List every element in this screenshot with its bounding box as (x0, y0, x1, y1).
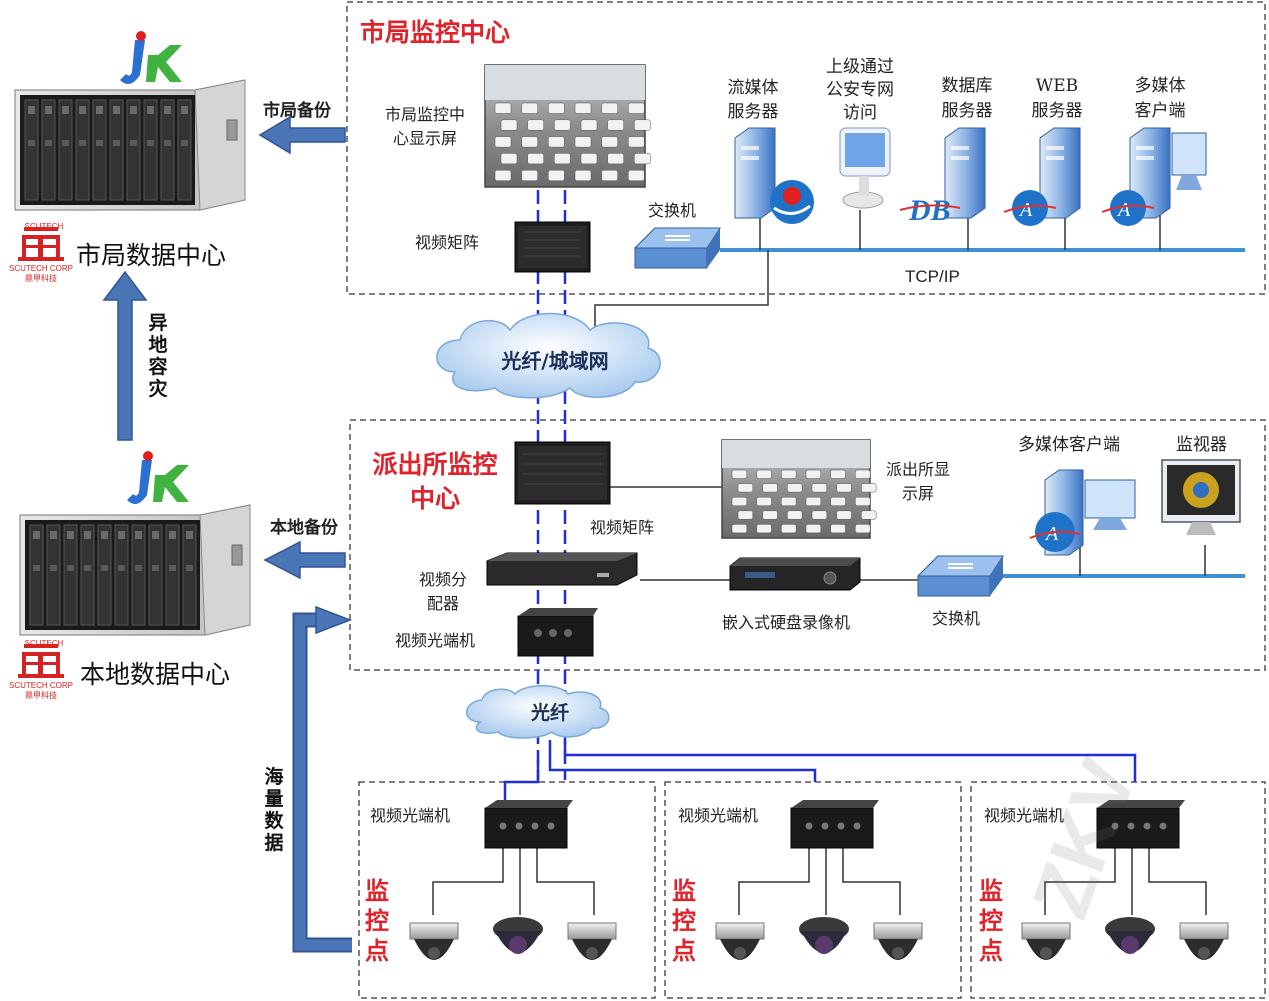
station-optical-label: 视频光端机 (395, 631, 476, 650)
ptz-camera-icon (567, 922, 617, 960)
svg-text:DB: DB (908, 194, 951, 227)
arrow-local-backup (263, 540, 346, 580)
cloud-fiber-label: 光纤 (530, 702, 569, 724)
local-datacenter-rack (19, 504, 251, 636)
video-distributor (486, 552, 638, 586)
server-badge-icon: A (1101, 190, 1155, 226)
station-center-box (349, 419, 1266, 671)
mass-data-label: 海量数据 (264, 766, 284, 854)
jk-logo-icon (127, 451, 189, 504)
station-client-pc (1044, 469, 1136, 556)
cloud-fiber (466, 685, 610, 739)
city-server-icon-3 (944, 127, 986, 219)
logo-cn-text: 鼎甲科技 (25, 274, 57, 283)
tcpip-label: TCP/IP (905, 267, 960, 286)
scutech-logo-icon (18, 644, 64, 678)
city-datacenter-rack (14, 79, 246, 211)
fiber-links (503, 190, 1137, 805)
station-display-label: 派出所显 示屏 (885, 460, 950, 503)
city-matrix-label: 视频矩阵 (415, 233, 480, 252)
city-video-matrix (514, 221, 591, 273)
cloud-fiber-metro-label: 光纤/城域网 (501, 349, 609, 373)
dome-camera-icon (493, 917, 543, 954)
ptz-camera-icon (1179, 922, 1229, 960)
logo-top-text: SCUTECH (24, 639, 64, 648)
monitor-optical-terminal-2 (790, 800, 879, 849)
disaster-recovery-label: 异地容灾 (148, 312, 168, 400)
monitor-point-box-3 (970, 781, 1266, 999)
svg-text:A: A (1018, 199, 1033, 221)
station-client-label: 多媒体客户端 (1018, 435, 1120, 455)
station-matrix-label: 视频矩阵 (590, 518, 655, 537)
upper-access-label: 上级通过 公安专网 访问 (826, 57, 894, 123)
monitor-optical-terminal-1 (484, 800, 573, 849)
logo-cn-text: 鼎甲科技 (25, 691, 57, 700)
ptz-camera-icon (409, 922, 459, 960)
monitor-point-1-optical-label: 视频光端机 (370, 806, 451, 825)
multimedia-client-label: 多媒体 客户端 (1134, 76, 1186, 121)
ptz-camera-icon (715, 922, 765, 960)
logo-corp-text: SCUTECH CORP (8, 264, 73, 273)
ptz-camera-icon (873, 922, 923, 960)
dome-camera-icon (799, 917, 849, 954)
station-ap-badge: A (1029, 512, 1081, 552)
server-badge-icon: A (1003, 190, 1057, 226)
cloud-fiber-metro (436, 312, 661, 399)
station-monitor-label: 监视器 (1176, 435, 1227, 455)
distributor-label: 视频分 配器 (418, 570, 467, 613)
database-server-label: 数据库 服务器 (941, 76, 993, 121)
svg-text:A: A (1044, 523, 1059, 545)
station-center-title: 派出所监控 中心 (372, 450, 498, 513)
arrow-disaster (102, 270, 148, 441)
monitor-point-3-title: 监控点 (979, 876, 1003, 965)
monitor-point-2-optical-label: 视频光端机 (678, 806, 759, 825)
city-switch-label: 交换机 (648, 201, 697, 220)
monitor-point-2-title: 监控点 (672, 876, 696, 965)
arrow-city-backup (258, 115, 346, 155)
logo-corp-text: SCUTECH CORP (8, 681, 73, 690)
local-datacenter-label: 本地数据中心 (80, 660, 231, 689)
dvr-device (729, 557, 861, 591)
monitor-optical-terminal-3 (1096, 800, 1185, 849)
ptz-camera-icon (1021, 922, 1071, 960)
city-display-label: 市局监控中 心显示屏 (384, 105, 465, 148)
local-backup-label: 本地备份 (270, 518, 338, 538)
logo-top-text: SCUTECH (24, 222, 64, 231)
monitor-point-box-1 (358, 781, 656, 999)
station-monitor (1161, 459, 1241, 535)
streaming-logo-icon (770, 180, 814, 224)
jk-logo-icon (120, 31, 182, 84)
city-center-title: 市局监控中心 (360, 18, 511, 47)
monitor-point-3-optical-label: 视频光端机 (984, 806, 1065, 825)
station-switch-icon (916, 555, 1004, 597)
web-server-label: WEB 服务器 (1031, 76, 1083, 121)
db-badge-icon: DB (899, 194, 961, 227)
city-switch-icon (633, 227, 721, 269)
city-backup-label: 市局备份 (263, 101, 331, 121)
arrows (102, 115, 346, 580)
arrow-mass-data-shape (292, 605, 353, 953)
city-display-screen (484, 64, 651, 188)
monitor-point-1-title: 监控点 (365, 876, 389, 965)
dome-camera-icon (1105, 917, 1155, 954)
station-switch-label: 交换机 (932, 609, 981, 628)
svg-text:A: A (1116, 199, 1131, 221)
monitor-point-box-2 (664, 781, 962, 999)
station-display-screen (721, 439, 877, 539)
city-server-icon-2 (839, 127, 891, 209)
streaming-server-label: 流媒体 服务器 (727, 78, 779, 122)
station-video-matrix (514, 441, 611, 505)
dvr-label: 嵌入式硬盘录像机 (722, 613, 851, 632)
city-center-box (346, 1, 1266, 295)
city-server-icon-1 (734, 127, 776, 219)
station-optical-terminal (517, 608, 598, 657)
scutech-logo-icon (18, 227, 64, 261)
city-datacenter-label: 市局数据中心 (76, 241, 227, 270)
